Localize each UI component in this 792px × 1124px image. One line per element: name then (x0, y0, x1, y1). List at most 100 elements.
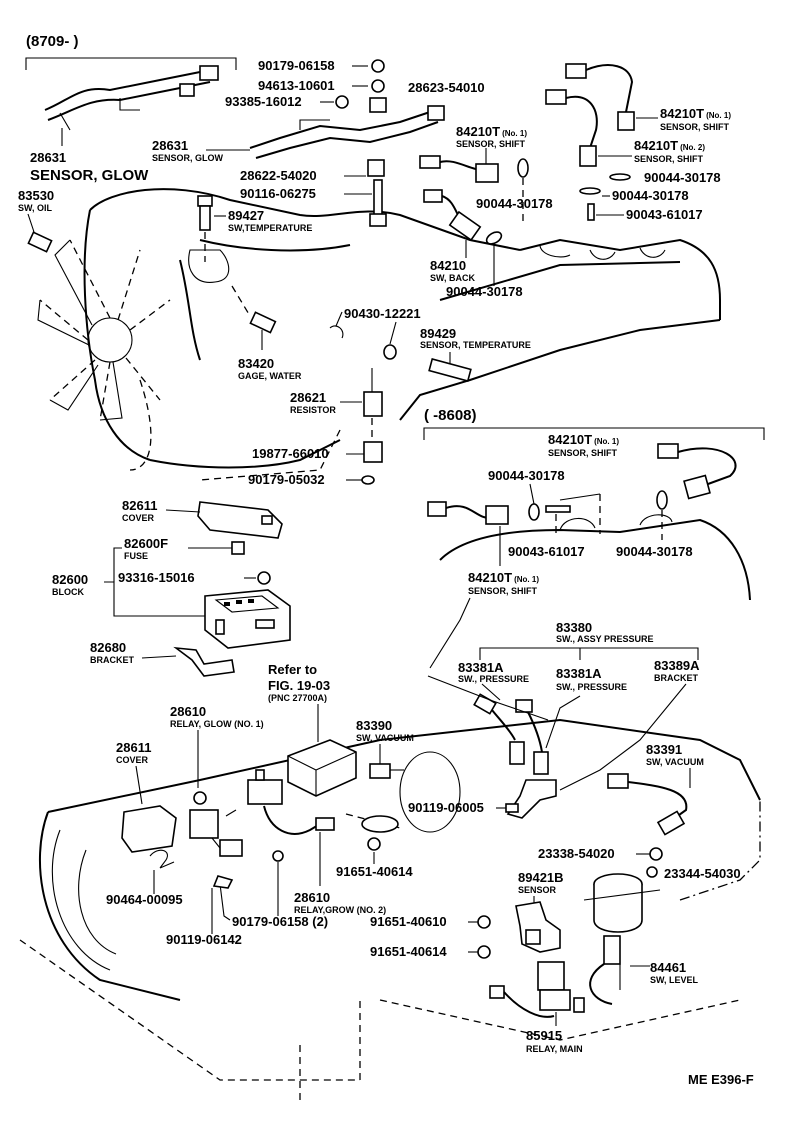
sensor-89421B-icon (515, 901, 561, 953)
part-90430: 90430-12221 (344, 306, 421, 321)
part-28621-name: RESISTOR (290, 405, 336, 415)
part-84210T-1c-num: 84210T(No. 1) (548, 432, 619, 447)
clamp-icon (212, 875, 234, 889)
part-84210T-1a-name: SENSOR, SHIFT (456, 139, 526, 149)
transmission-outline (439, 514, 751, 601)
part-90119-06005: 90119-06005 (408, 800, 484, 815)
main-relay-icon (489, 961, 585, 1018)
part-90179-06158-a: 90179-06158 (258, 58, 335, 73)
part-84461-num: 84461 (650, 960, 686, 975)
part-84210T-2-name: SENSOR, SHIFT (634, 154, 704, 164)
relay-cover-icon (121, 805, 177, 853)
glow-sensor-harness-a (44, 65, 219, 131)
shift-sensor-icon (657, 443, 737, 500)
figure-code: ME E396-F (688, 1072, 754, 1087)
gasket-icon (609, 173, 631, 181)
part-83530-num: 83530 (18, 188, 54, 203)
part-91651-40614-b: 91651-40614 (370, 944, 447, 959)
refer-line1: Refer to (268, 662, 317, 677)
part-84210T-1d-num: 84210T(No. 1) (468, 570, 539, 585)
part-84210T-1b-name: SENSOR, SHIFT (660, 122, 730, 132)
part-28611-num: 28611 (116, 740, 151, 755)
engine-outline (83, 188, 721, 481)
relay-module-icon (287, 739, 357, 797)
part-94613: 94613-10601 (258, 78, 335, 93)
part-83420-num: 83420 (238, 356, 274, 371)
part-28623: 28623-54010 (408, 80, 485, 95)
refer-line3: (PNC 27700A) (268, 693, 327, 703)
spacer-icon (369, 97, 387, 113)
part-90044-c: 90044-30178 (644, 170, 721, 185)
fuse-cover-icon (197, 501, 283, 539)
part-90116: 90116-06275 (240, 186, 316, 201)
part-89429-num: 89429 (420, 326, 456, 341)
part-28631-a-num: 28631 (30, 150, 66, 165)
part-82680-num: 82680 (90, 640, 126, 655)
bolt-b-icon (477, 945, 491, 959)
part-82680-name: BRACKET (90, 655, 135, 665)
nut-icon (361, 475, 375, 485)
part-84461-name: SW, LEVEL (650, 975, 699, 985)
part-83391-num: 83391 (646, 742, 682, 757)
back-switch-icon (423, 189, 482, 242)
part-90043-a: 90043-61017 (626, 207, 703, 222)
fuse-icon (231, 541, 245, 555)
part-85915-num: 85915 (526, 1028, 562, 1043)
bolt-b-icon (477, 915, 491, 929)
part-83381A-b-name: SW., PRESSURE (556, 682, 627, 692)
vacuum-switch-icon (369, 751, 461, 833)
part-90464: 90464-00095 (106, 892, 183, 907)
part-90044-a: 90044-30178 (476, 196, 553, 211)
part-90044-f: 90044-30178 (616, 544, 693, 559)
part-28611-name: COVER (116, 755, 149, 765)
clip-icon (646, 866, 658, 878)
bracket-icon (173, 646, 235, 677)
part-83381A-b-num: 83381A (556, 666, 602, 681)
shift-sensor-harness-right (545, 63, 635, 167)
date-range-mid: ( -8608) (424, 407, 477, 424)
vehicle-body-outline (19, 718, 761, 1100)
part-82600-name: BLOCK (52, 587, 84, 597)
part-82611-name: COVER (122, 513, 155, 523)
shift-sensor-icon (427, 501, 509, 566)
gasket-icon (579, 187, 601, 195)
part-89421B-num: 89421B (518, 870, 564, 885)
part-83390-num: 83390 (356, 718, 392, 733)
bolt-b-icon (367, 837, 381, 851)
resistor-icon (363, 368, 383, 440)
part-28610b-num: 28610 (294, 890, 330, 905)
part-83420-name: GAGE, WATER (238, 371, 302, 381)
part-85915-name: RELAY, MAIN (526, 1044, 583, 1054)
cap-icon (363, 441, 383, 463)
glow-sensor-harness-b (249, 105, 445, 159)
part-19877: 19877-66010 (252, 446, 329, 461)
part-83389A-name: BRACKET (654, 673, 699, 683)
part-28610a-name: RELAY, GLOW (NO. 1) (170, 719, 264, 729)
vacuum-switch-icon (607, 773, 688, 836)
part-89421B-name: SENSOR (518, 885, 557, 895)
part-28631-a-name: SENSOR, GLOW (30, 167, 149, 184)
part-82600-num: 82600 (52, 572, 88, 587)
part-91651-40610: 91651-40610 (370, 914, 447, 929)
pin-icon (545, 505, 571, 513)
part-84210T-1a-num: 84210T(No. 1) (456, 124, 527, 139)
screw-icon (335, 95, 349, 109)
part-83530-name: SW, OIL (18, 203, 53, 213)
part-28621-num: 28621 (290, 390, 326, 405)
part-83390-name: SW, VACUUM (356, 733, 414, 743)
date-range-top: (8709- ) (26, 33, 79, 50)
part-90043-b: 90043-61017 (508, 544, 585, 559)
oil-switch-icon (27, 213, 53, 253)
part-91651-40614-a: 91651-40614 (336, 864, 413, 879)
part-23344: 23344-54030 (664, 866, 741, 881)
part-23338: 23338-54020 (538, 846, 615, 861)
part-93385: 93385-16012 (225, 94, 302, 109)
part-83380-num: 83380 (556, 620, 592, 635)
stud-icon (373, 179, 383, 217)
bolt-icon (505, 803, 519, 813)
part-84210T-1c-name: SENSOR, SHIFT (548, 448, 618, 458)
part-84210-name: SW, BACK (430, 273, 476, 283)
part-84210-num: 84210 (430, 258, 466, 273)
part-90179-05032: 90179-05032 (248, 472, 325, 487)
part-28610a-num: 28610 (170, 704, 206, 719)
